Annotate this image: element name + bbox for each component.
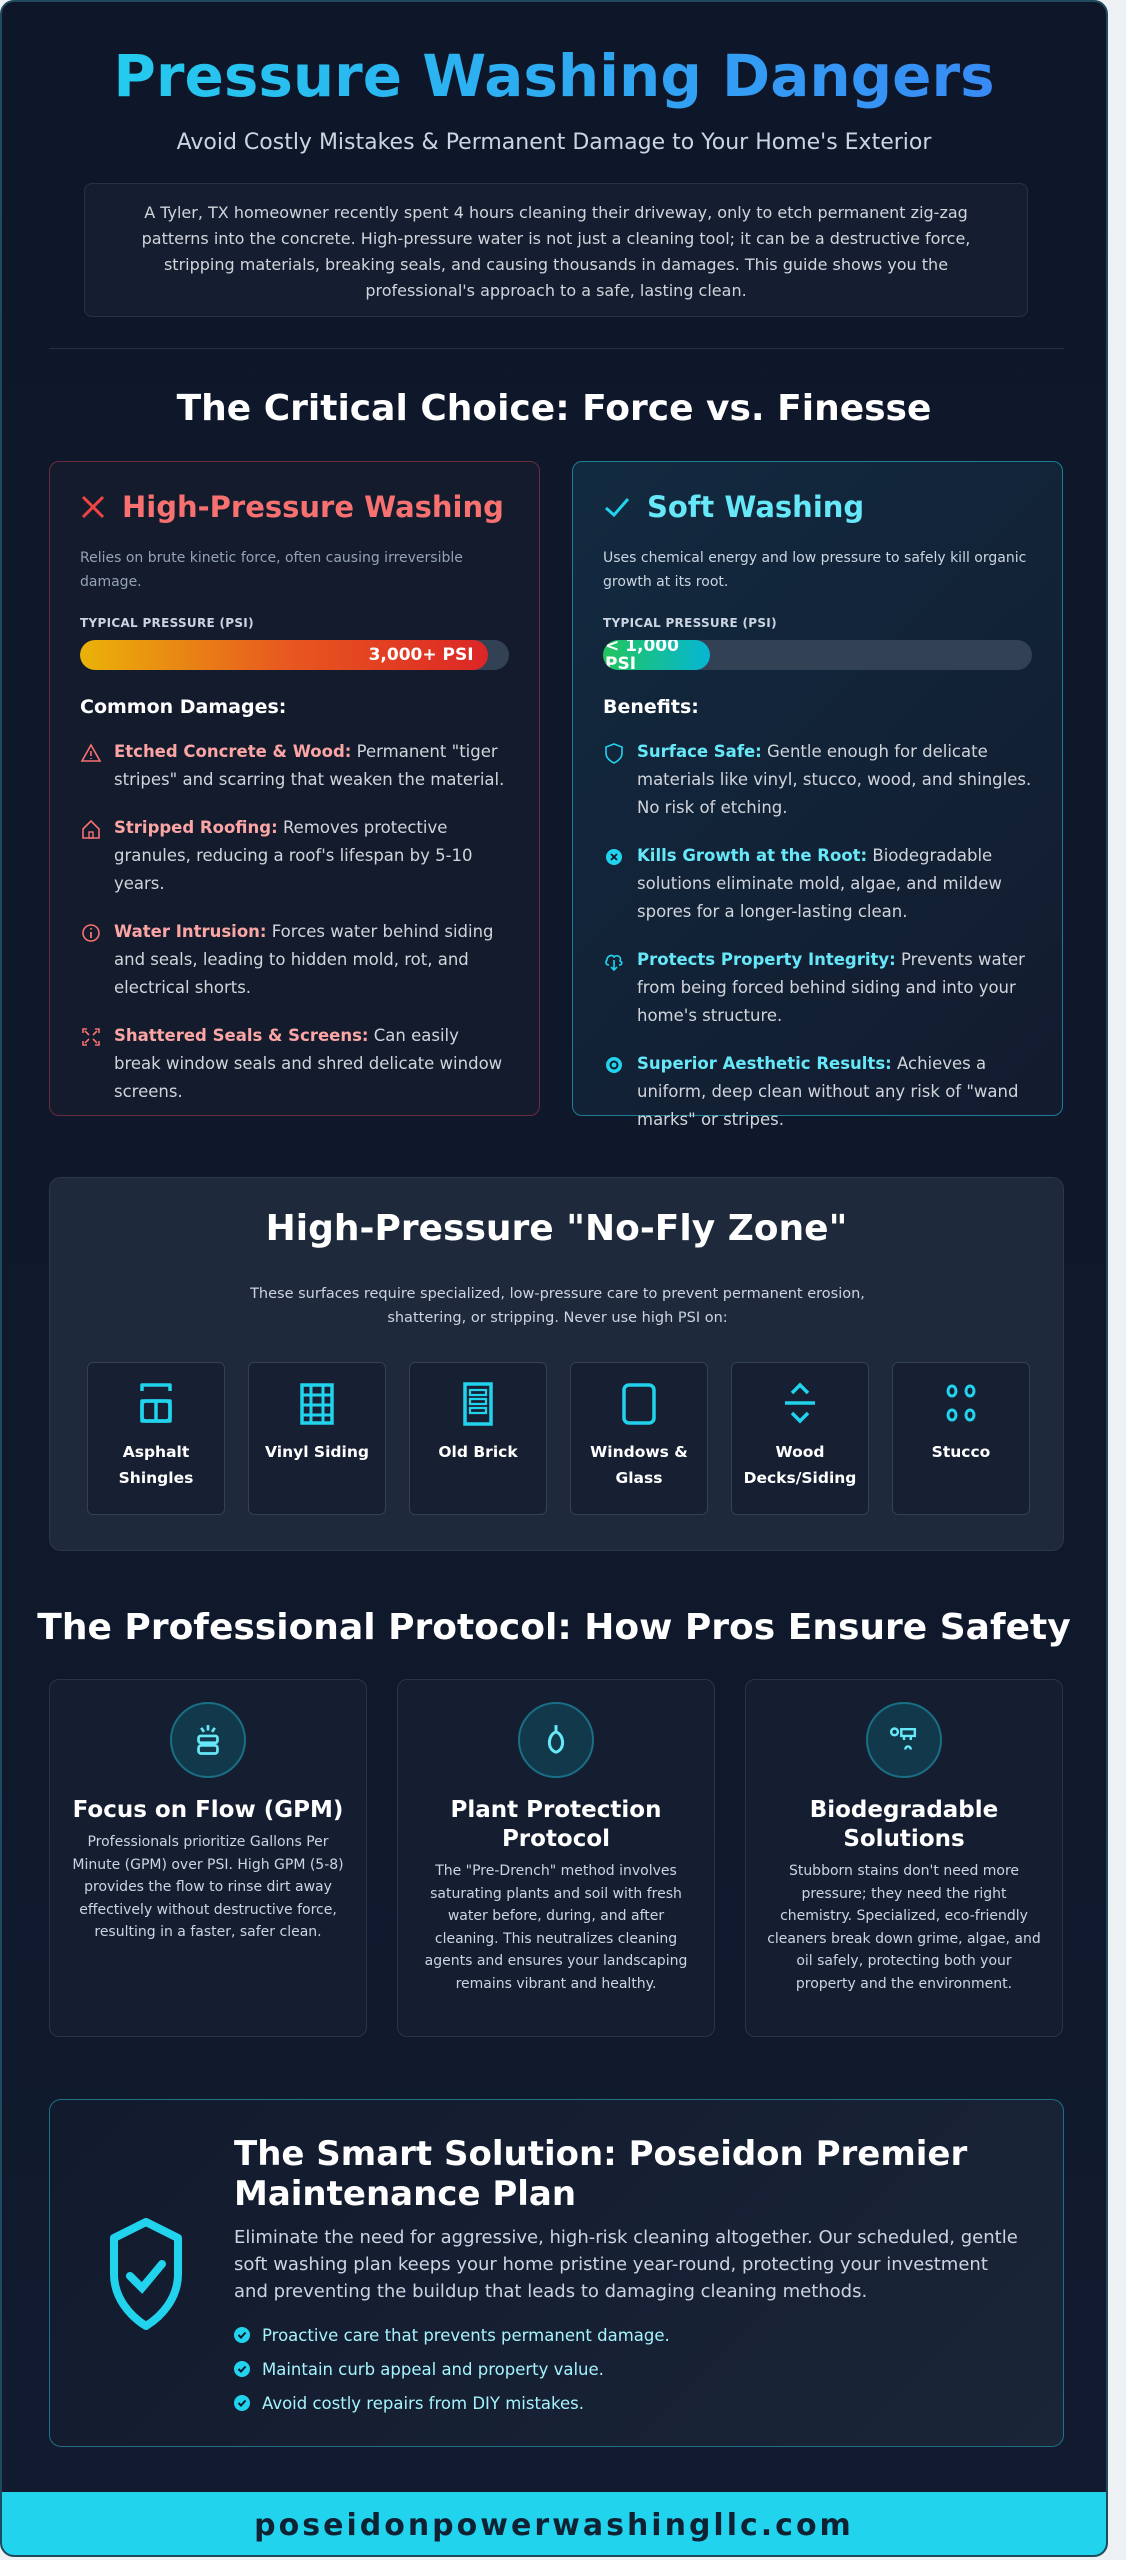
pressure-label: TYPICAL PRESSURE (PSI) [603,616,777,630]
info-icon [82,924,100,942]
list-item: Superior Aesthetic Results: Achieves a u… [603,1050,1032,1134]
card-description: Uses chemical energy and low pressure to… [603,550,1027,590]
intro-box: A Tyler, TX homeowner recently spent 4 h… [84,183,1028,317]
list-item: Stripped Roofing: Removes protective gra… [80,814,509,898]
surface-label: Vinyl Siding [265,1443,369,1461]
card-title: Soft Washing [647,490,865,524]
list-heading: Benefits: [603,696,699,718]
check-circle-icon [234,2327,250,2343]
solution-point: Maintain curb appeal and property value. [234,2352,670,2386]
brick-icon [463,1382,493,1426]
solution-point: Avoid costly repairs from DIY mistakes. [234,2386,670,2420]
icon-circle [170,1702,246,1778]
list-item: Shattered Seals & Screens: Can easily br… [80,1022,509,1106]
solution-point: Proactive care that prevents permanent d… [234,2318,670,2352]
eye-icon [606,1057,622,1073]
cloud-download-icon [605,954,623,972]
check-icon [605,498,630,518]
shatter-icon [82,1028,100,1046]
home-icon [82,819,100,839]
page-title: Pressure Washing Dangers [2,42,1106,110]
card-title: High-Pressure Washing [122,490,504,524]
list-item: Kills Growth at the Root: Biodegradable … [603,842,1032,926]
pressure-bar: 3,000+ PSI [80,640,509,670]
item-text: Superior Aesthetic Results: Achieves a u… [637,1054,1019,1129]
kill-growth-icon [606,849,622,865]
protocol-card: Focus on Flow (GPM) Professionals priorit… [49,1679,367,2037]
surface-tile: Vinyl Siding [248,1362,386,1515]
protocol-title: Plant Protection Protocol [450,1797,662,1852]
item-text: Kills Growth at the Root: Biodegradable … [637,846,1002,921]
vinyl-siding-icon [300,1383,334,1425]
solution-title: The Smart Solution: Poseidon Premier Mai… [234,2134,968,2214]
no-fly-zone-section: High-Pressure "No-Fly Zone" These surfac… [49,1177,1064,1551]
window-icon [622,1383,656,1425]
shield-check-icon [110,2218,182,2330]
pressure-fill: < 1,000 PSI [603,640,711,670]
surface-tile: Stucco [892,1362,1030,1515]
footer-website[interactable]: poseidonpowerwashingllc.com [2,2492,1106,2555]
list-item: Water Intrusion: Forces water behind sid… [80,918,509,1002]
surface-label: Wood Decks/Siding [743,1443,857,1487]
item-text: Stripped Roofing: Removes protective gra… [114,818,473,893]
asphalt-shingles-icon [140,1383,172,1423]
water-drop-icon [547,1725,565,1754]
item-text: Surface Safe: Gentle enough for delicate… [637,742,1032,817]
solution-section: The Smart Solution: Poseidon Premier Mai… [49,2099,1064,2447]
surface-label: Old Brick [438,1443,518,1461]
surface-tile: Wood Decks/Siding [731,1362,869,1515]
card-description: Relies on brute kinetic force, often cau… [80,550,463,590]
list-heading: Common Damages: [80,696,287,718]
wood-deck-icon [785,1382,815,1424]
icon-circle [866,1702,942,1778]
shield-icon [605,743,623,764]
surface-tile: Windows & Glass [570,1362,708,1515]
solution-text: Eliminate the need for aggressive, high-… [234,2227,1018,2302]
protocol-title: Focus on Flow (GPM) [72,1797,344,1823]
protocol-heading: The Professional Protocol: How Pros Ensu… [37,1607,1071,1648]
comparison-heading: The Critical Choice: Force vs. Finesse [176,388,932,429]
x-icon [81,495,105,519]
list-item: Protects Property Integrity: Prevents wa… [603,946,1032,1030]
surface-label: Asphalt Shingles [118,1443,194,1487]
check-circle-icon [234,2395,250,2411]
protocol-text: Stubborn stains don't need more pressure… [767,1863,1041,1992]
warning-icon [80,743,102,762]
check-circle-icon [234,2361,250,2377]
high-pressure-card: High-Pressure Washing Relies on brute ki… [49,461,540,1116]
divider [49,348,1064,349]
no-fly-description: These surfaces require specialized, low-… [250,1286,865,1326]
pressure-bar: < 1,000 PSI [603,640,1032,670]
item-text: Etched Concrete & Wood: Permanent "tiger… [114,742,505,789]
surface-label: Stucco [931,1443,991,1461]
surface-label: Windows & Glass [590,1443,688,1487]
pressure-fill: 3,000+ PSI [80,640,488,670]
list-item: Etched Concrete & Wood: Permanent "tiger… [80,738,509,794]
flow-icon [197,1725,219,1755]
protocol-text: The "Pre-Drench" method involves saturat… [424,1863,688,1992]
surface-tile: Old Brick [409,1362,547,1515]
pressure-label: TYPICAL PRESSURE (PSI) [80,616,254,630]
item-text: Shattered Seals & Screens: Can easily br… [114,1026,503,1101]
soft-washing-card: Soft Washing Uses chemical energy and lo… [572,461,1063,1129]
page-subtitle: Avoid Costly Mistakes & Permanent Damage… [176,130,932,155]
no-fly-heading: High-Pressure "No-Fly Zone" [265,1208,848,1249]
eco-chemistry-icon [889,1727,917,1750]
item-text: Water Intrusion: Forces water behind sid… [114,922,494,997]
item-text: Protects Property Integrity: Prevents wa… [637,950,1025,1025]
protocol-text: Professionals prioritize Gallons Per Min… [72,1834,344,1940]
list-item: Surface Safe: Gentle enough for delicate… [603,738,1032,822]
icon-circle [518,1702,594,1778]
protocol-title: Biodegradable Solutions [809,1797,999,1852]
stucco-icon [946,1384,976,1422]
surface-tile: Asphalt Shingles [87,1362,225,1515]
